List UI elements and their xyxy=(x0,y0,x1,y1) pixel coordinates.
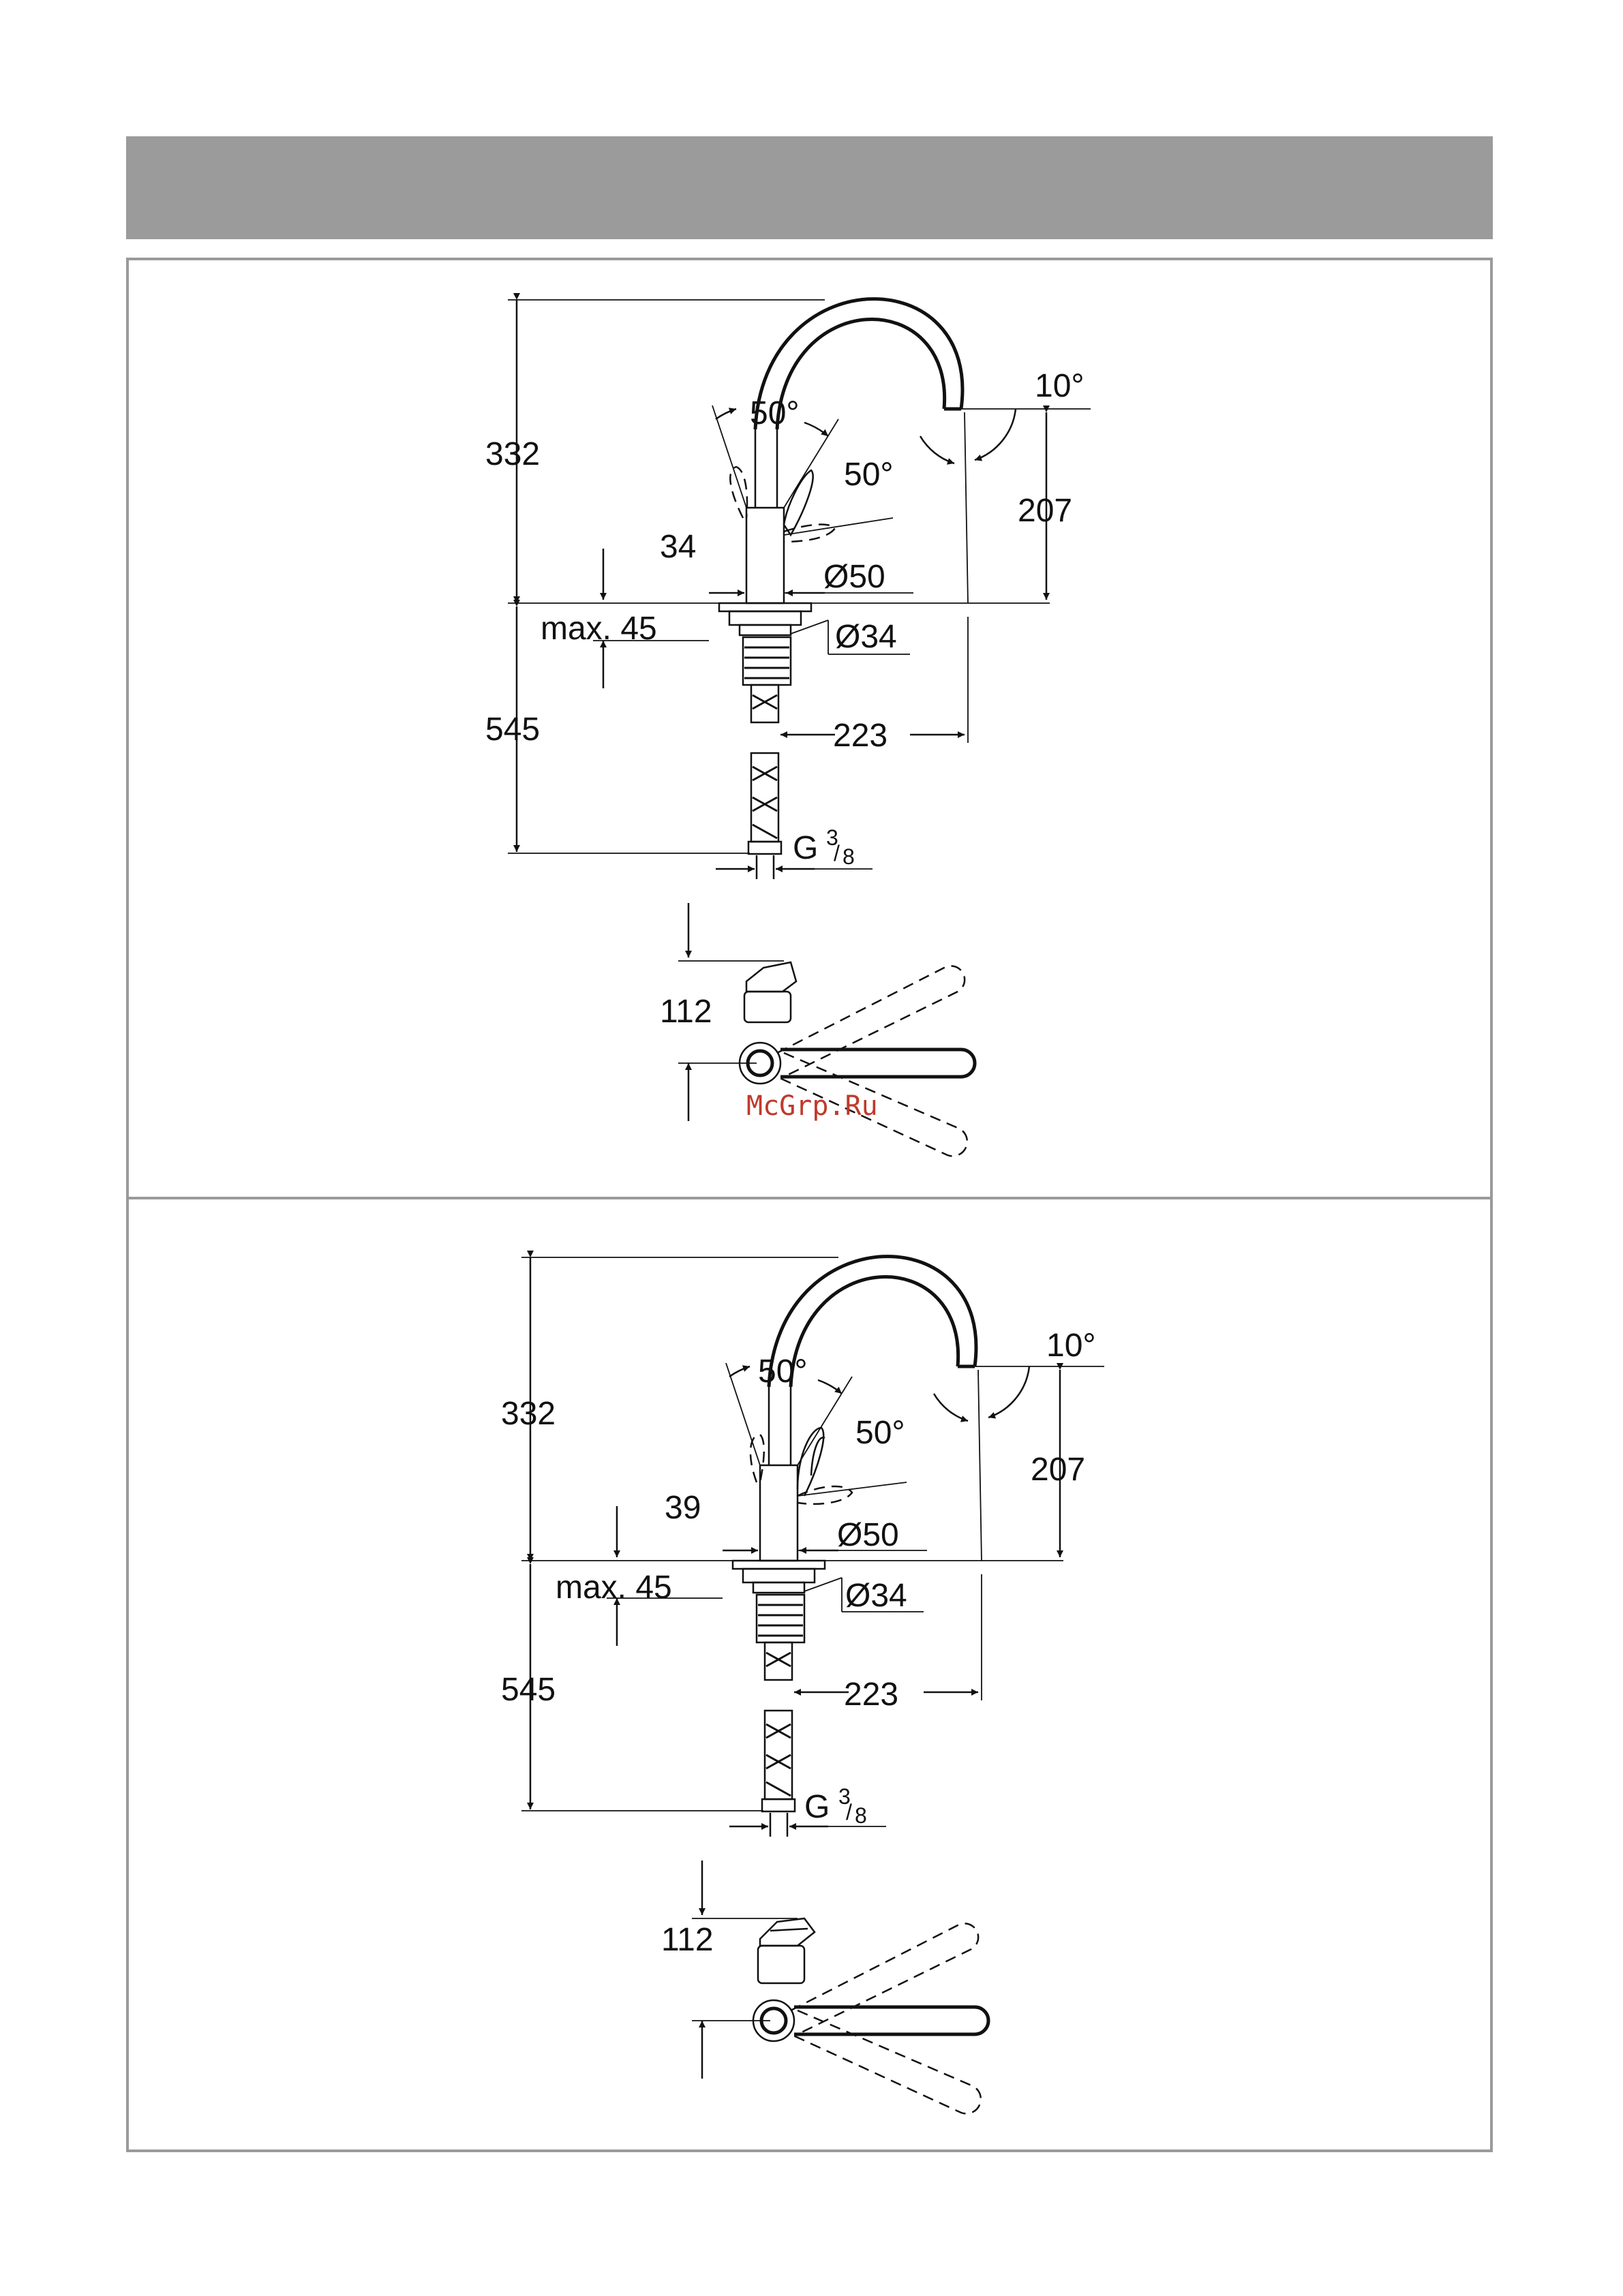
bottom-body-width-label: 39 xyxy=(665,1490,701,1526)
watermark: McGrp.Ru xyxy=(746,1090,878,1122)
bottom-handle-angle-left-label: 50° xyxy=(758,1353,808,1390)
bottom-drawing xyxy=(521,1257,1104,2114)
bottom-reach-label: 223 xyxy=(844,1677,898,1713)
bottom-thread-slash: / xyxy=(846,1800,852,1824)
bottom-max-thickness-label: max. 45 xyxy=(556,1570,672,1606)
bottom-thread-den-label: 8 xyxy=(855,1803,867,1828)
bottom-height-total-label: 332 xyxy=(501,1396,556,1432)
top-hose-length-label: 545 xyxy=(485,711,540,748)
bottom-handle-angle-right-label: 50° xyxy=(855,1415,905,1451)
top-labels: 332 50° 50° 10° 207 34 Ø50 max. 45 Ø34 5… xyxy=(485,368,1084,1030)
top-diameter-body-label: Ø50 xyxy=(823,559,885,595)
top-thread-g-label: G xyxy=(793,830,818,866)
top-height-total-label: 332 xyxy=(485,436,540,472)
top-handle-angle-left-label: 50° xyxy=(750,395,800,431)
top-handle-angle-right-label: 50° xyxy=(844,457,894,493)
bottom-spout-angle-label: 10° xyxy=(1046,1328,1096,1364)
top-reach-label: 223 xyxy=(833,718,888,754)
top-diameter-shank-label: Ø34 xyxy=(835,619,897,655)
top-spout-height-label: 207 xyxy=(1018,493,1072,529)
top-body-width-label: 34 xyxy=(660,529,696,565)
top-spout-angle-label: 10° xyxy=(1035,368,1084,404)
top-max-thickness-label: max. 45 xyxy=(541,611,657,647)
bottom-spout-height-label: 207 xyxy=(1031,1452,1085,1488)
bottom-thread-g-label: G xyxy=(804,1789,830,1825)
top-top-view-height-label: 112 xyxy=(660,994,712,1030)
top-thread-slash: / xyxy=(834,841,840,866)
top-thread-den-label: 8 xyxy=(843,844,855,869)
bottom-top-view-height-label: 112 xyxy=(661,1922,714,1958)
bottom-hose-length-label: 545 xyxy=(501,1672,556,1708)
bottom-diameter-body-label: Ø50 xyxy=(837,1517,899,1553)
bottom-diameter-shank-label: Ø34 xyxy=(845,1578,907,1614)
